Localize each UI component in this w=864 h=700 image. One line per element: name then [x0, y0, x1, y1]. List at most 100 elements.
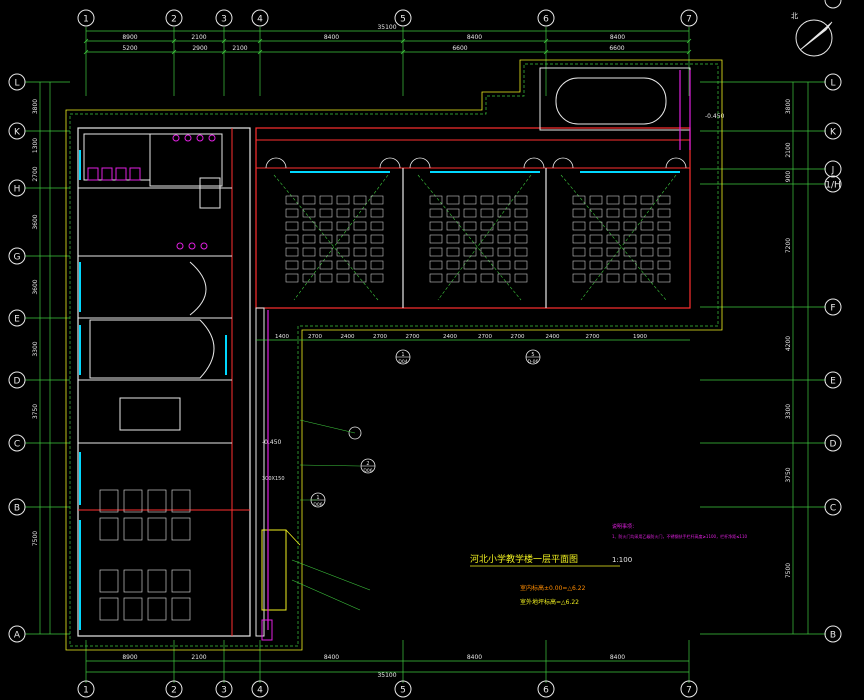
axis-bubble-right-E-circle — [824, 371, 842, 389]
desk-r2-0-3 — [623, 195, 637, 205]
axis-bubble-right-1/H-label: 1/H — [825, 181, 841, 191]
door-arc-1 — [379, 157, 401, 169]
axis-bubble-bottom-4-circle — [251, 680, 269, 698]
desk-r0-1-0 — [285, 208, 299, 218]
axis-bubble-bottom-5-label: 5 — [400, 686, 406, 696]
desk-r2-3-0 — [572, 234, 586, 244]
kitchen-island — [119, 397, 181, 431]
axis-bubble-top-4-circle — [251, 9, 269, 27]
dim-right-0: 3800 — [785, 99, 792, 114]
desk-r0-4-3 — [336, 247, 350, 257]
toilet-stall-1 — [101, 167, 113, 181]
desk-r0-0-5 — [370, 195, 384, 205]
axis-bubble-top-7-circle — [680, 9, 698, 27]
desk-r1-4-0 — [429, 247, 443, 257]
desk-r1-4-1 — [446, 247, 460, 257]
desk-r2-3-3 — [623, 234, 637, 244]
desk-r1-0-3 — [480, 195, 494, 205]
axis-bubble-left-L-label: L — [14, 79, 19, 89]
axis-bubble-left-L-circle — [8, 73, 26, 91]
desk-r0-2-4 — [353, 221, 367, 231]
desk-r2-2-0 — [572, 221, 586, 231]
axis-bubble-right-B-circle — [824, 625, 842, 643]
west-wing-walls — [77, 127, 251, 637]
axis-bubble-bottom-4-label: 4 — [257, 686, 263, 696]
desk-r0-6-3 — [336, 273, 350, 283]
section-mark-sheet-3: D06 — [363, 468, 372, 474]
desk-r0-5-4 — [353, 260, 367, 270]
tick-top1-2 — [221, 38, 227, 44]
dining-table-b-1-1 — [123, 597, 143, 621]
tick-top1-5 — [543, 38, 549, 44]
desk-r1-6-2 — [463, 273, 477, 283]
axis-bubble-bottom-3-label: 3 — [221, 686, 227, 696]
desk-r1-1-1 — [446, 208, 460, 218]
dim-left-0: 3800 — [32, 99, 39, 114]
desk-r0-5-0 — [285, 260, 299, 270]
wash-basin-1 — [188, 242, 196, 250]
axis-bubble-left-H-circle — [8, 179, 26, 197]
dim-top1-1: 2100 — [191, 34, 206, 41]
tick-top2-5 — [543, 49, 549, 55]
desk-r1-2-2 — [463, 221, 477, 231]
corridor-east-wall — [255, 307, 265, 637]
desk-r2-3-5 — [657, 234, 671, 244]
desk-r2-0-5 — [657, 195, 671, 205]
desk-r0-4-2 — [319, 247, 333, 257]
axis-bubble-left-G-label: G — [14, 253, 21, 263]
axis-bubble-left-E-label: E — [14, 315, 20, 325]
dining-table-b-1-0 — [99, 597, 119, 621]
desk-r1-4-2 — [463, 247, 477, 257]
axis-bubble-bottom-2-circle — [165, 680, 183, 698]
desk-r1-1-2 — [463, 208, 477, 218]
dim-bottom-0: 8900 — [122, 654, 137, 661]
tick-top1-4 — [400, 38, 406, 44]
toilet-fixture-0 — [172, 134, 180, 142]
desk-r2-6-3 — [623, 273, 637, 283]
axis-bubble-bottom-1-label: 1 — [83, 686, 89, 696]
axis-bubble-bottom-6-circle — [537, 680, 555, 698]
wash-basin-2 — [200, 242, 208, 250]
desk-r2-6-4 — [640, 273, 654, 283]
desk-r0-3-0 — [285, 234, 299, 244]
classroom-block-walls — [255, 127, 691, 309]
axis-bubble-top-5-label: 5 — [400, 15, 406, 25]
dim-right-7: 7500 — [785, 563, 792, 578]
desk-r1-6-5 — [514, 273, 528, 283]
desk-r1-0-5 — [514, 195, 528, 205]
dim-left-1: 1300 — [32, 138, 39, 153]
section-mark-num-0: 1 — [401, 352, 404, 358]
axis-bubble-left-A-label: A — [14, 631, 21, 641]
dim-corridor-8: 2400 — [546, 334, 560, 340]
axis-bubble-right-J-circle — [824, 160, 842, 178]
dim-left-3: 3600 — [32, 214, 39, 229]
dim-left-5: 3300 — [32, 341, 39, 356]
desk-r0-0-0 — [285, 195, 299, 205]
dim-top2-4: 6600 — [609, 45, 624, 52]
ramp-edge — [285, 529, 301, 546]
desk-r2-2-5 — [657, 221, 671, 231]
dim-bottom-3: 8400 — [467, 654, 482, 661]
axis-bubble-bottom-6-label: 6 — [543, 686, 549, 696]
desk-r2-2-2 — [606, 221, 620, 231]
notes-line: 1、防火门均采用乙级防火门，不锈钢扶手栏杆高度≥1100，栏杆净距≤110 — [612, 533, 748, 539]
dining-table-1-0 — [99, 517, 119, 541]
desk-r0-6-2 — [319, 273, 333, 283]
desk-r1-5-4 — [497, 260, 511, 270]
axis-bubble-top-2-circle — [165, 9, 183, 27]
desk-r0-5-2 — [319, 260, 333, 270]
desk-r2-4-1 — [589, 247, 603, 257]
dim-right-5: 3300 — [785, 404, 792, 419]
toilet-fixture-2 — [196, 134, 204, 142]
elevation-mark-1: -0.450 — [705, 113, 725, 120]
door-arc-0 — [265, 157, 287, 169]
axis-bubble-bottom-3-circle — [215, 680, 233, 698]
desk-r2-6-1 — [589, 273, 603, 283]
dining-table-0-2 — [147, 489, 167, 513]
axis-bubble-right-D-label: D — [830, 440, 837, 450]
axis-bubble-right-B-label: B — [830, 631, 836, 641]
desk-r1-6-1 — [446, 273, 460, 283]
desk-r1-5-5 — [514, 260, 528, 270]
dim-top1-0: 8900 — [122, 34, 137, 41]
